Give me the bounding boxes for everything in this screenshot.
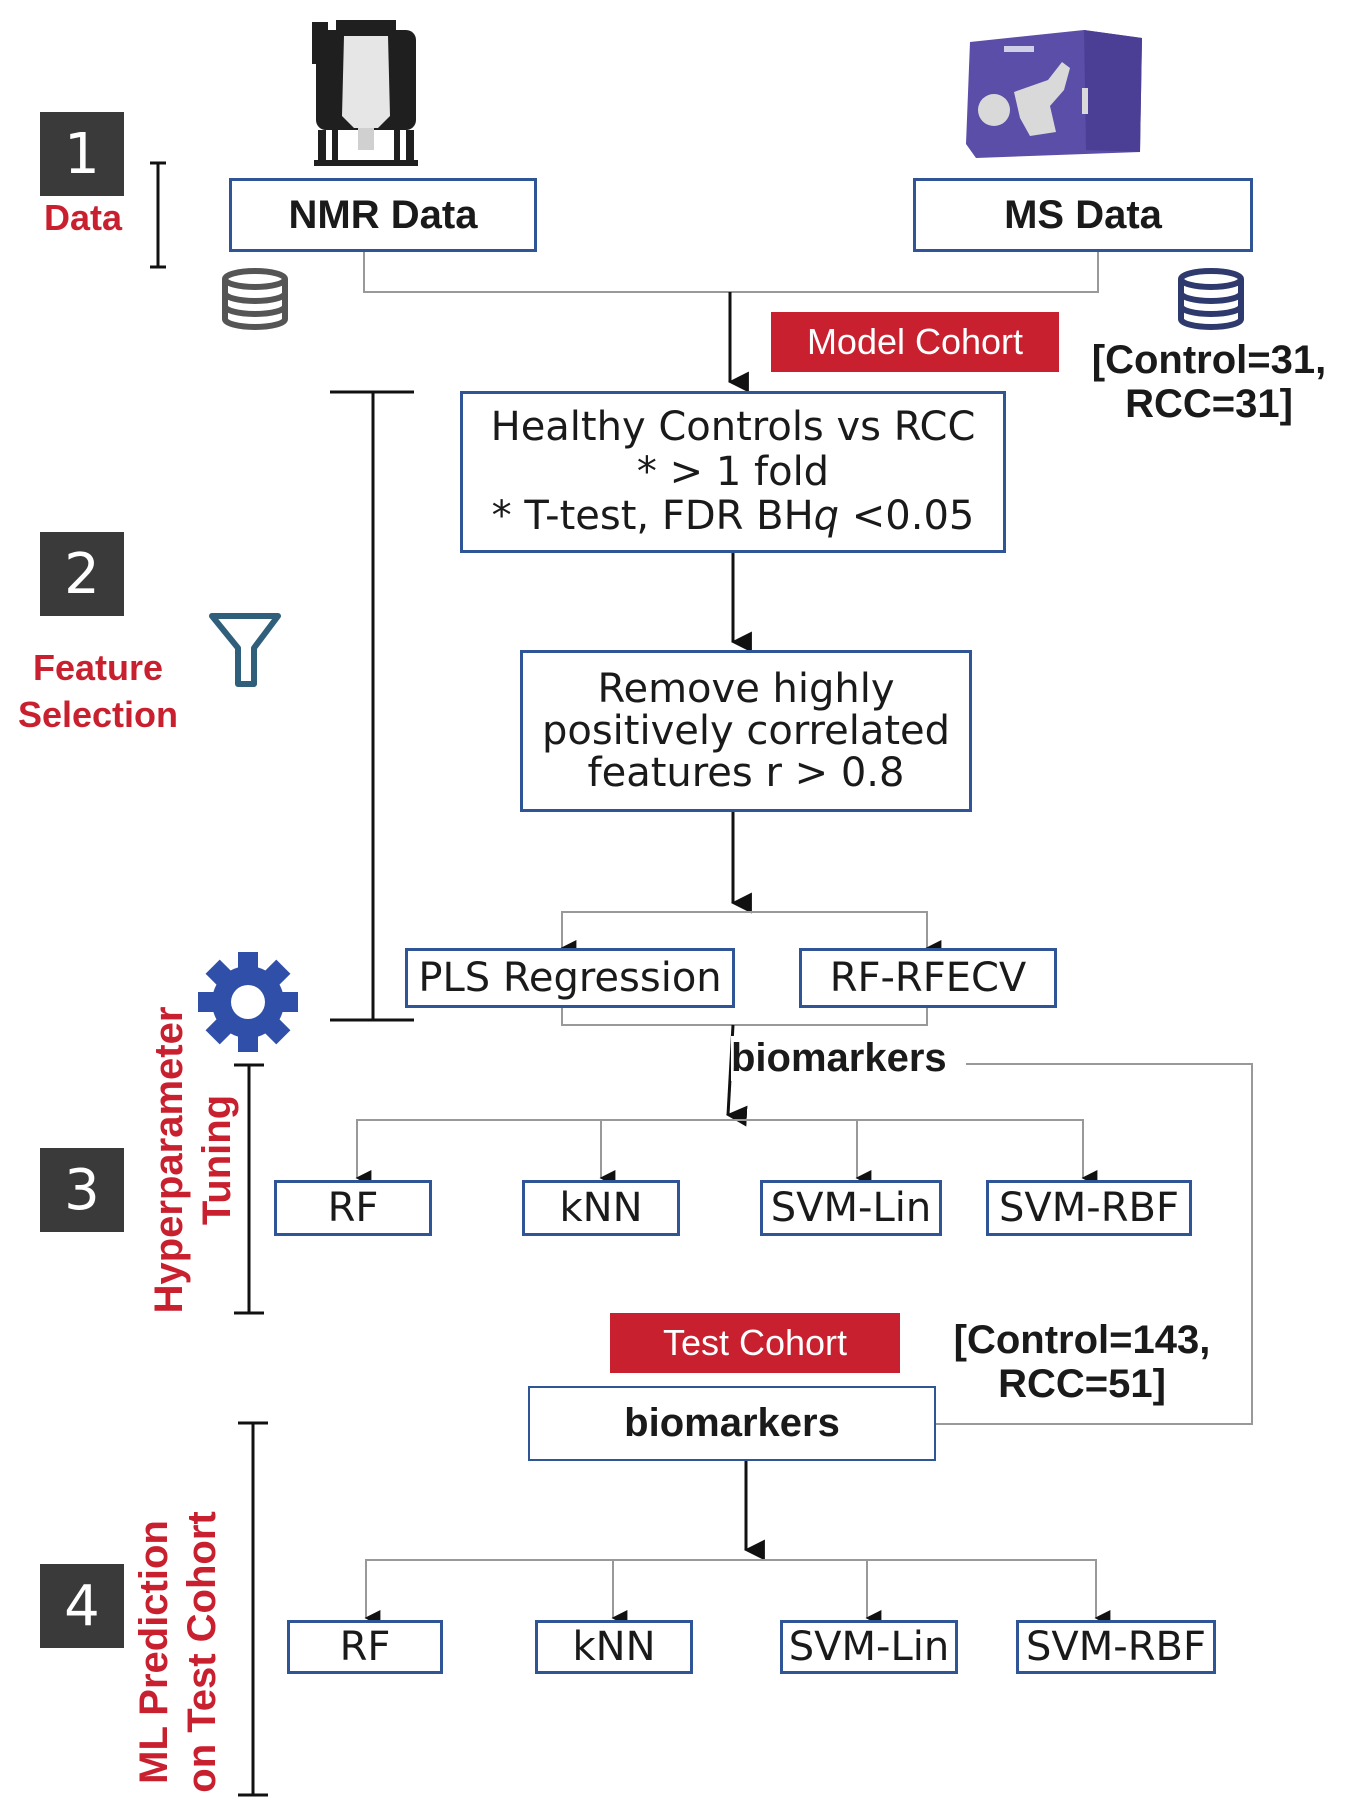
biomarkers-label: biomarkers bbox=[731, 1036, 947, 1081]
nmr-instrument-icon bbox=[312, 20, 418, 166]
tuning-model-svm-lin: SVM-Lin bbox=[760, 1180, 942, 1236]
tuning-model-knn: kNN bbox=[522, 1180, 680, 1236]
filter-criteria-line3: * T-test, FDR BHq <0.05 bbox=[492, 494, 975, 539]
step-1-number: 1 bbox=[40, 112, 124, 196]
test-cohort-line1: [Control=143, bbox=[953, 1318, 1211, 1362]
prediction-model-svm-lin: SVM-Lin bbox=[780, 1620, 958, 1674]
step-3-number: 3 bbox=[40, 1148, 124, 1232]
filter-criteria-line3-prefix: * T-test, FDR BH bbox=[491, 493, 814, 540]
test-cohort-line2: RCC=51] bbox=[998, 1362, 1166, 1406]
test-cohort-counts: [Control=143, RCC=51] bbox=[922, 1318, 1242, 1406]
filter-criteria-line1: Healthy Controls vs RCC bbox=[490, 403, 976, 450]
step-1-label: Data bbox=[43, 197, 123, 238]
ms-data-box: MS Data bbox=[913, 178, 1253, 252]
test-biomarkers-box: biomarkers bbox=[528, 1386, 936, 1461]
database-icon bbox=[222, 268, 288, 330]
step-2-label: Feature Selection bbox=[17, 647, 179, 735]
filter-funnel-icon bbox=[209, 613, 281, 687]
step-2-number: 2 bbox=[40, 532, 124, 616]
step-3-label: Hyperparameter Tuning bbox=[147, 1006, 239, 1314]
prediction-model-rf: RF bbox=[287, 1620, 443, 1674]
step-4-label: ML Prediction on Test Cohort bbox=[132, 1511, 224, 1793]
pls-regression-box: PLS Regression bbox=[405, 948, 735, 1008]
correlation-filter-box: Remove highly positively correlated feat… bbox=[520, 650, 972, 812]
model-cohort-badge: Model Cohort bbox=[771, 312, 1059, 372]
correlation-line1: Remove highly bbox=[597, 666, 895, 712]
model-cohort-line2: RCC=31] bbox=[1125, 382, 1293, 426]
rf-rfecv-box: RF-RFECV bbox=[799, 948, 1057, 1008]
step-brackets bbox=[150, 161, 414, 1797]
prediction-model-svm-rbf: SVM-RBF bbox=[1016, 1620, 1216, 1674]
step-4-number: 4 bbox=[40, 1564, 124, 1648]
filter-criteria-box: Healthy Controls vs RCC * > 1 fold * T-t… bbox=[460, 391, 1006, 553]
filter-criteria-line2: * > 1 fold bbox=[636, 448, 830, 495]
filter-criteria-line3-suffix: <0.05 bbox=[839, 493, 975, 540]
tuning-model-rf: RF bbox=[274, 1180, 432, 1236]
correlation-line3: features r > 0.8 bbox=[587, 750, 905, 796]
correlation-line2: positively correlated bbox=[541, 708, 951, 754]
ms-instrument-icon bbox=[966, 30, 1142, 158]
gear-icon bbox=[198, 952, 298, 1052]
model-cohort-counts: [Control=31, RCC=31] bbox=[1074, 338, 1344, 426]
model-cohort-line1: [Control=31, bbox=[1091, 338, 1327, 382]
tuning-model-svm-rbf: SVM-RBF bbox=[986, 1180, 1192, 1236]
prediction-model-knn: kNN bbox=[535, 1620, 693, 1674]
test-cohort-badge: Test Cohort bbox=[610, 1313, 900, 1373]
filter-criteria-q: q bbox=[813, 493, 840, 540]
database-icon bbox=[1178, 268, 1244, 330]
nmr-data-box: NMR Data bbox=[229, 178, 537, 252]
